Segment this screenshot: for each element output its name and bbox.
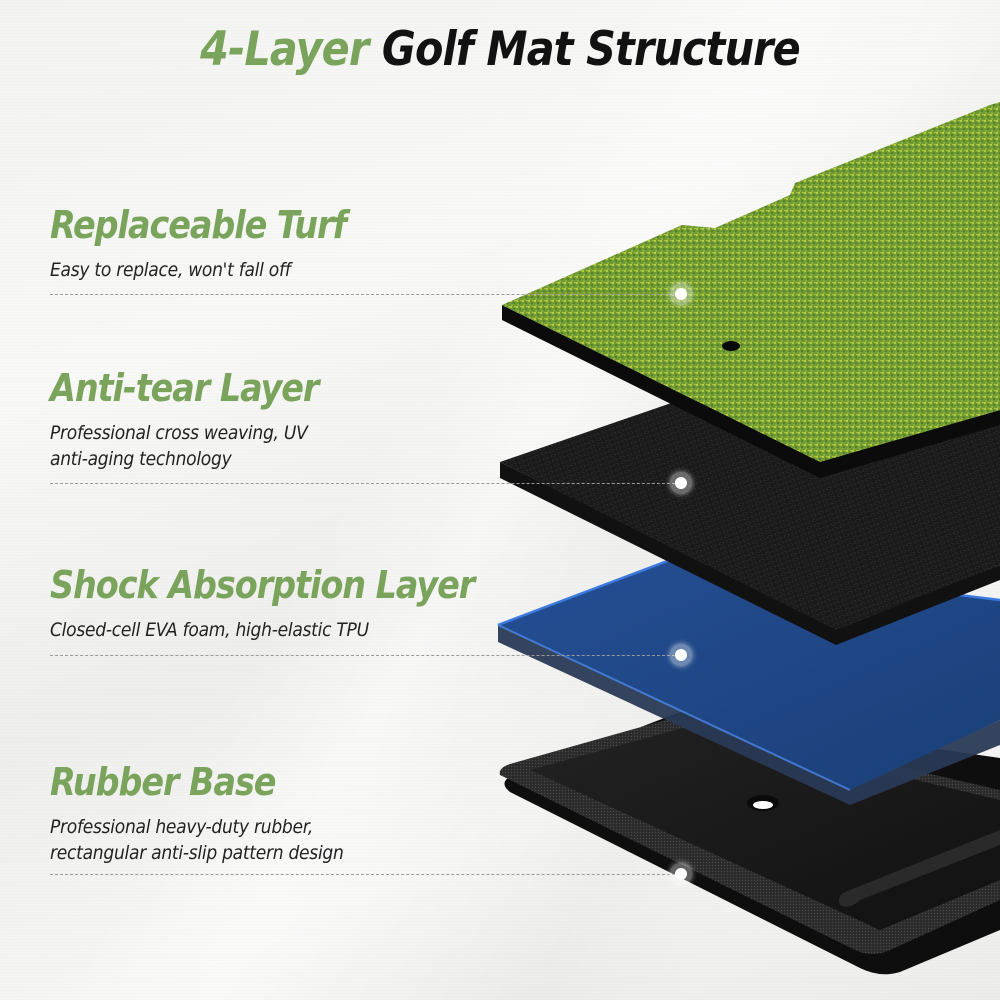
feature-replaceable-turf: Replaceable Turf Easy to replace, won't … bbox=[50, 203, 386, 283]
foam-marker-icon bbox=[670, 644, 692, 666]
description-line: rectangular anti-slip pattern design bbox=[50, 841, 344, 864]
leader-line-foam bbox=[50, 655, 680, 656]
description-line: Closed-cell EVA foam, high-elastic TPU bbox=[50, 618, 369, 641]
feature-rubber-base: Rubber Base Professional heavy-duty rubb… bbox=[50, 760, 376, 866]
feature-anti-tear-layer: Anti-tear Layer Professional cross weavi… bbox=[50, 366, 355, 472]
feature-heading: Replaceable Turf bbox=[50, 203, 347, 247]
title-accent: 4-Layer bbox=[200, 22, 369, 77]
page-title: 4-Layer Golf Mat Structure bbox=[60, 22, 940, 77]
turf-layer bbox=[502, 102, 1000, 478]
feature-heading: Rubber Base bbox=[50, 760, 277, 804]
leader-line-anti-tear bbox=[50, 483, 680, 484]
anti-tear-marker-icon bbox=[670, 472, 692, 494]
title-rest: Golf Mat Structure bbox=[381, 22, 801, 77]
turf-marker-icon bbox=[670, 283, 692, 305]
feature-heading: Anti-tear Layer bbox=[50, 366, 319, 410]
description-line: Easy to replace, won't fall off bbox=[50, 258, 291, 281]
leader-line-turf bbox=[50, 294, 680, 295]
feature-description: Professional cross weaving, UV anti-agin… bbox=[50, 420, 324, 472]
feature-description: Easy to replace, won't fall off bbox=[50, 257, 353, 283]
description-line: Professional cross weaving, UV bbox=[50, 421, 308, 444]
rubber-marker-icon bbox=[670, 863, 692, 885]
feature-description: Closed-cell EVA foam, high-elastic TPU bbox=[50, 617, 484, 643]
feature-description: Professional heavy-duty rubber, rectangu… bbox=[50, 814, 344, 866]
leader-line-rubber bbox=[50, 874, 680, 875]
tee-hole bbox=[722, 341, 740, 351]
feature-heading: Shock Absorption Layer bbox=[50, 563, 475, 607]
feature-shock-absorption: Shock Absorption Layer Closed-cell EVA f… bbox=[50, 563, 532, 643]
description-line: anti-aging technology bbox=[50, 447, 232, 470]
description-line: Professional heavy-duty rubber, bbox=[50, 815, 314, 838]
